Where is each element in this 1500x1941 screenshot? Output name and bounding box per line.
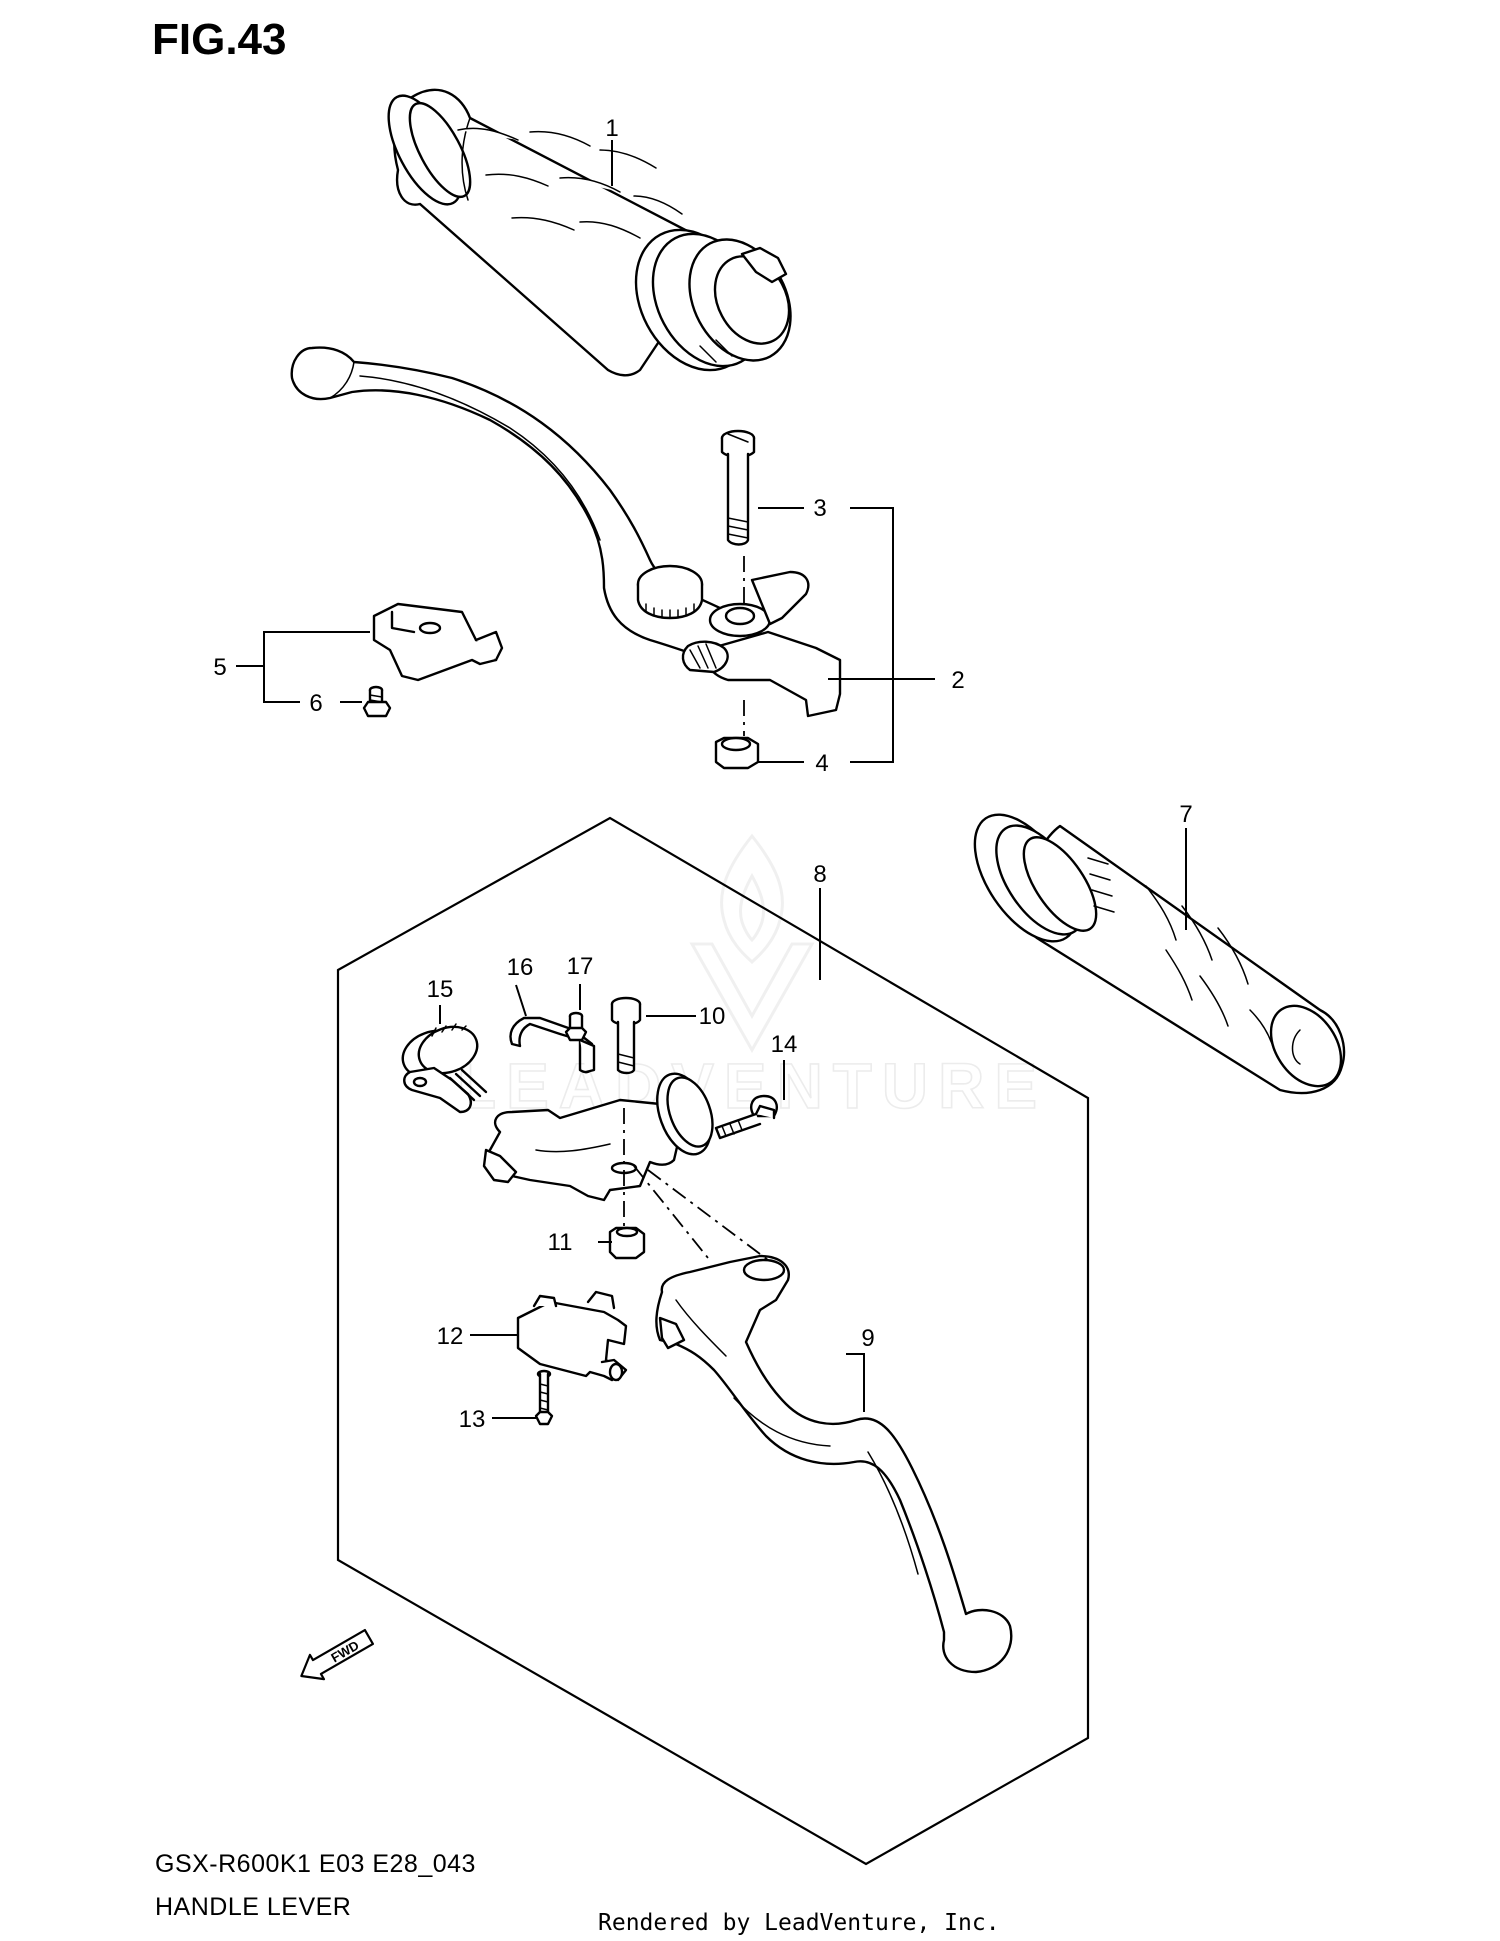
watermark-text: LEADVENTURE [457, 1050, 1047, 1122]
part-2-brake-lever [290, 346, 842, 718]
section-name: HANDLE LEVER [155, 1893, 351, 1921]
assembly-line [647, 1169, 769, 1261]
part-13-screw [534, 1369, 554, 1426]
figure-title: FIG.43 [152, 15, 287, 64]
part-14-bolt [714, 1094, 778, 1140]
part-9-clutch-lever [655, 1254, 1013, 1674]
callout-5: 5 [213, 654, 226, 681]
leader-lines [236, 140, 1187, 1419]
callout-4: 4 [815, 750, 828, 777]
part-17-screw [564, 1011, 588, 1042]
leadventure-watermark: LEADVENTURE [456, 833, 1047, 1123]
assembly-line [633, 1165, 709, 1259]
part-12-clutch-switch [516, 1290, 628, 1382]
part-10-pivot-bolt [610, 996, 642, 1075]
callout-2: 2 [951, 667, 964, 694]
part-11-nut [608, 1226, 646, 1260]
callout-14: 14 [771, 1031, 798, 1058]
clutch-lever-holder [482, 1072, 714, 1202]
callout-8: 8 [813, 861, 826, 888]
callout-9: 9 [861, 1325, 874, 1352]
callout-12: 12 [437, 1323, 464, 1350]
callout-13: 13 [459, 1406, 486, 1433]
callout-labels: 1 2 3 4 5 6 7 8 9 10 11 12 13 14 15 16 1… [213, 115, 1192, 1433]
callout-6: 6 [309, 690, 322, 717]
render-credit: Rendered by LeadVenture, Inc. [598, 1910, 1000, 1936]
part-1-throttle-grip [387, 88, 792, 377]
callout-1: 1 [605, 115, 618, 142]
part-5-brake-switch [372, 602, 504, 682]
model-code: GSX-R600K1 E03 E28_043 [155, 1850, 476, 1878]
part-15-adjuster [401, 1023, 488, 1114]
callout-15: 15 [427, 976, 454, 1003]
part-16-clip [509, 1016, 596, 1074]
callout-7: 7 [1179, 801, 1192, 828]
part-8-kit-outline [336, 816, 1090, 1866]
fwd-direction-arrow: FWD [300, 1628, 375, 1681]
callout-11: 11 [548, 1229, 573, 1256]
part-4-nut [714, 736, 760, 770]
watermark-flame-logo [689, 833, 815, 1054]
part-3-pivot-bolt [720, 429, 756, 546]
part-6-screw [362, 685, 392, 718]
callout-10: 10 [699, 1003, 726, 1030]
callout-3: 3 [813, 495, 826, 522]
part-7-handlebar-grip [973, 813, 1346, 1095]
callout-16: 16 [507, 954, 534, 981]
callout-17: 17 [567, 953, 594, 980]
